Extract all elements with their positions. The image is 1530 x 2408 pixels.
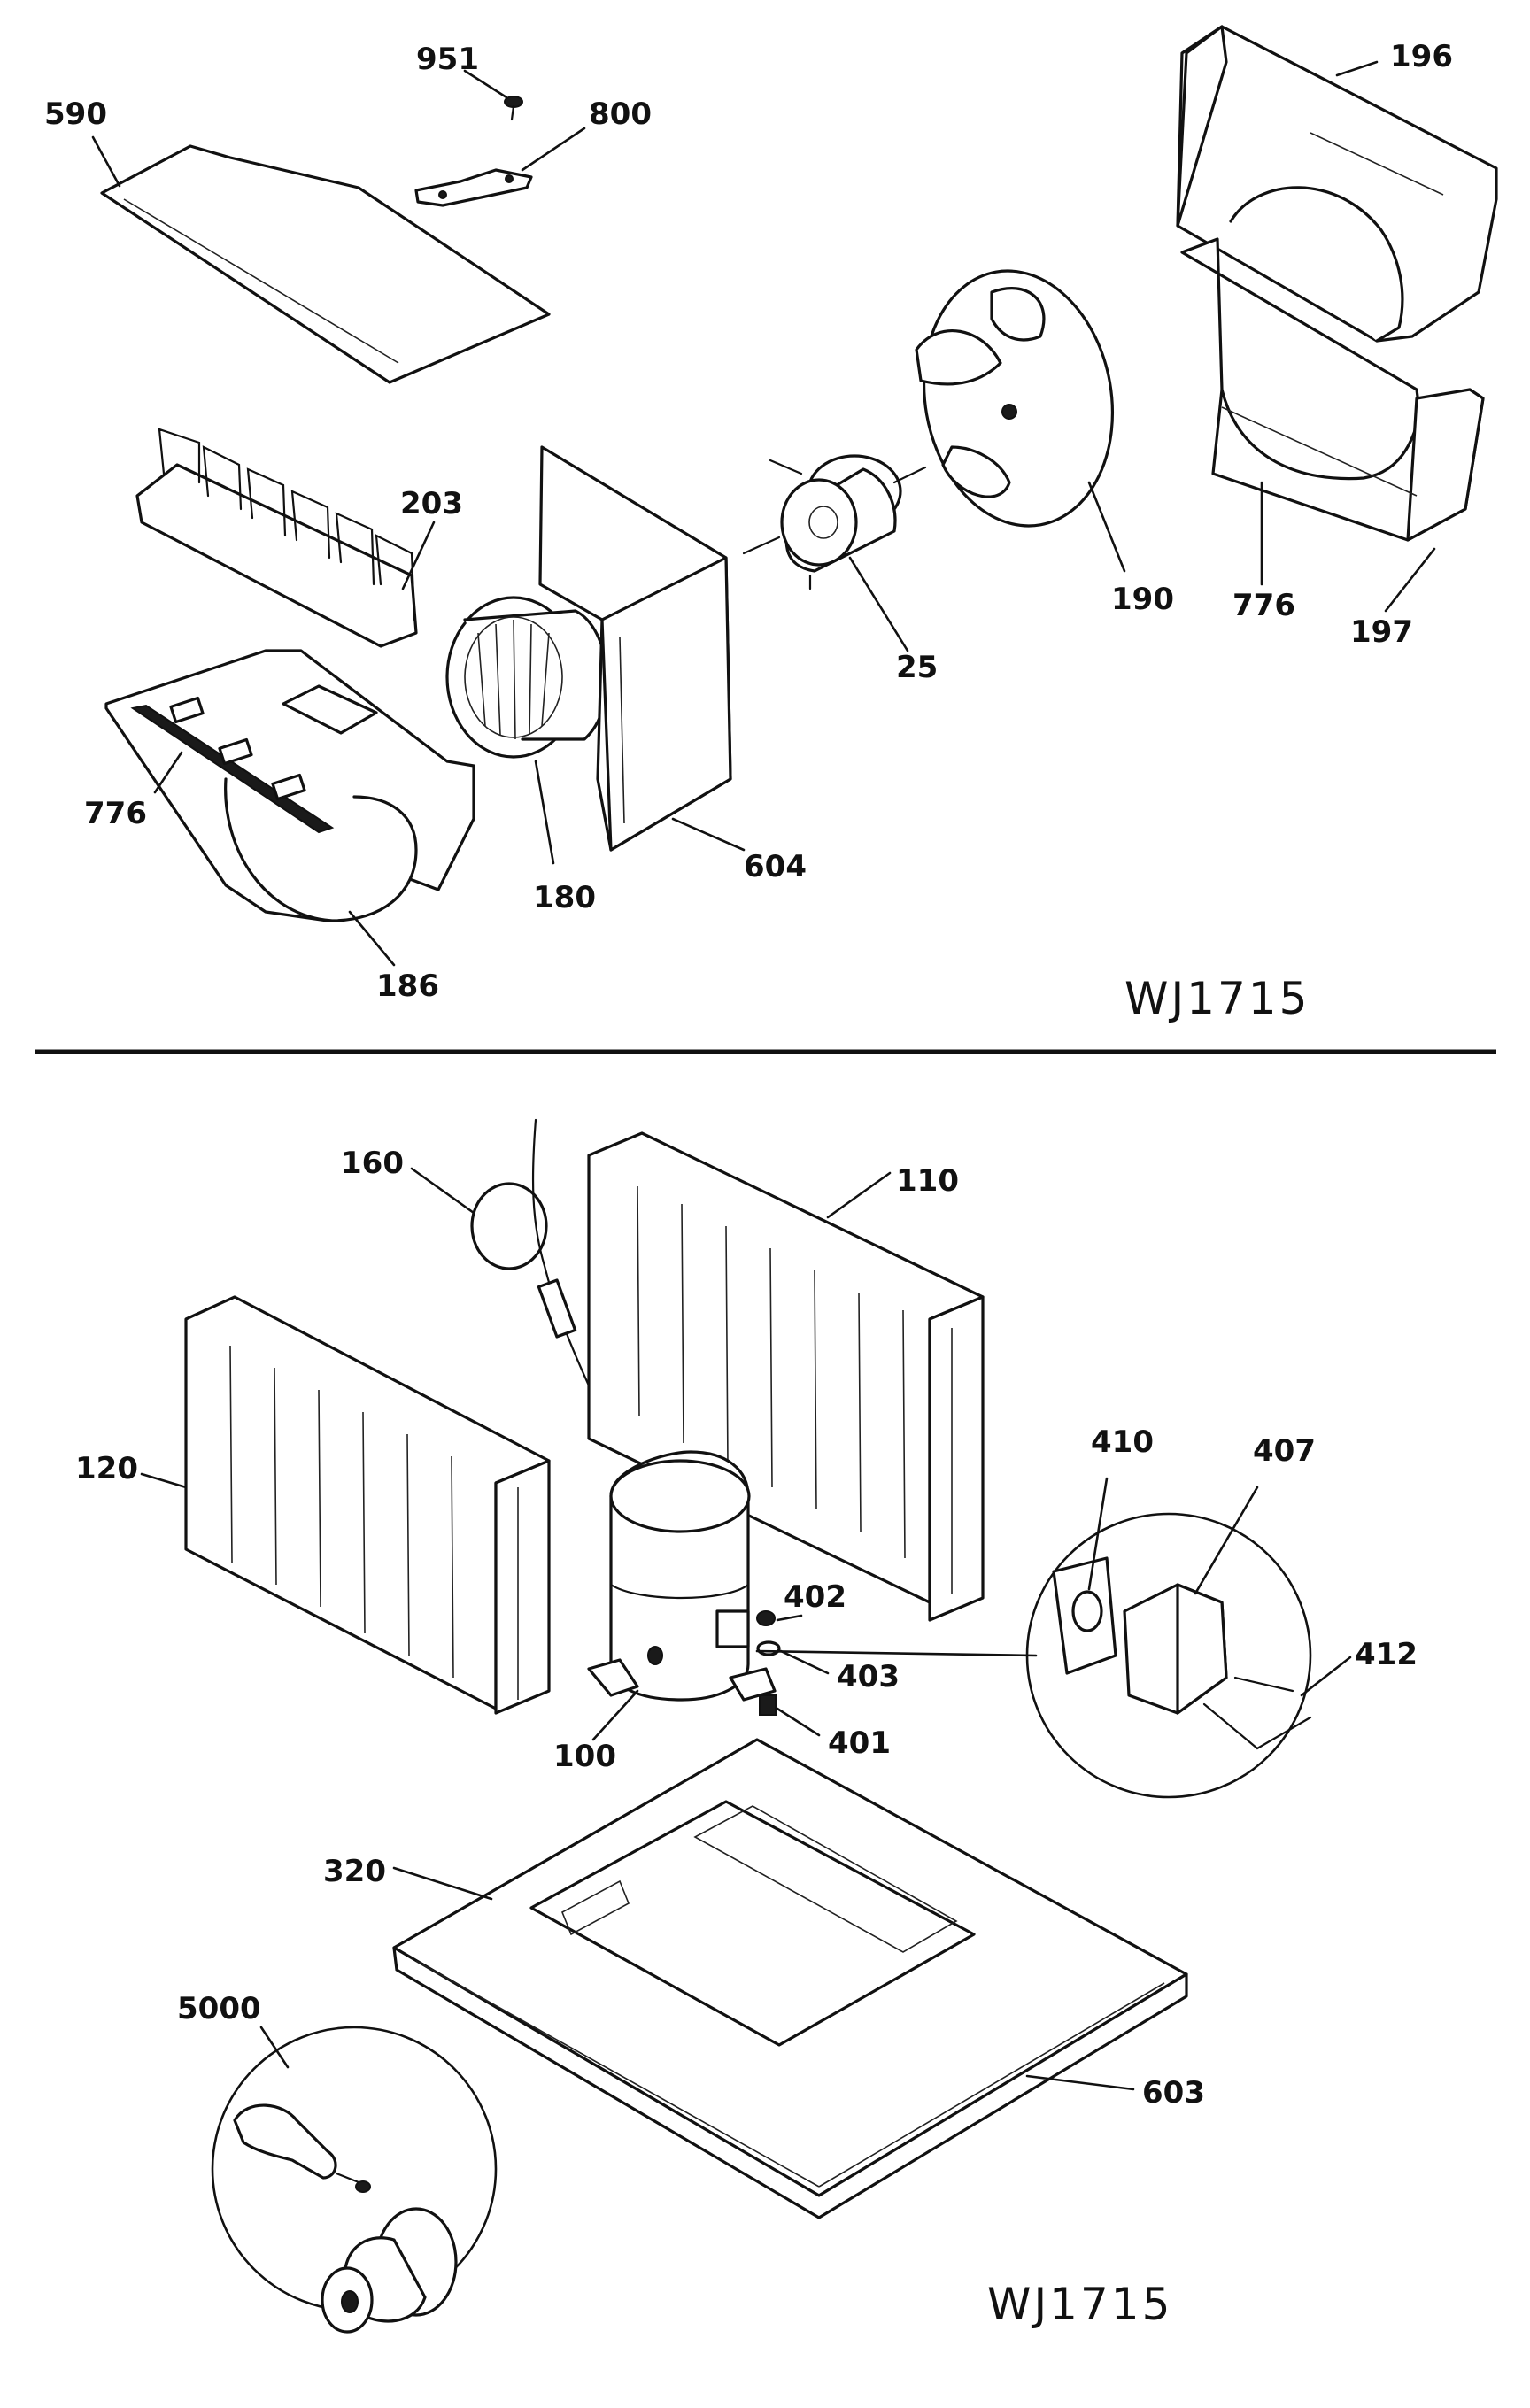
callout-203: 203 (400, 486, 463, 521)
callout-590: 590 (44, 96, 107, 132)
callout-120: 120 (75, 1451, 138, 1486)
callout-410: 410 (1091, 1424, 1154, 1460)
callout-951: 951 (416, 42, 479, 77)
callout-776-left: 776 (84, 796, 147, 831)
callout-604: 604 (744, 849, 807, 884)
callout-190: 190 (1111, 582, 1174, 617)
part-190-fan (915, 269, 1115, 528)
part-776-right-frame (1180, 237, 1485, 542)
callout-603: 603 (1142, 2075, 1205, 2111)
part-402-fitting (756, 1610, 776, 1626)
part-160-capillary (470, 1118, 591, 1387)
part-180-blower-wheel (445, 596, 609, 759)
part-776-left-housing (104, 649, 475, 922)
detail-circle-overload (1025, 1512, 1312, 1799)
part-403-fitting (756, 1640, 781, 1656)
callout-186: 186 (376, 969, 439, 1004)
part-25-motor (742, 454, 927, 590)
detail-circle-5000 (211, 2026, 498, 2334)
callout-320: 320 (323, 1854, 386, 1889)
callout-5000: 5000 (177, 1991, 261, 2026)
callout-401: 401 (828, 1725, 891, 1761)
callout-160: 160 (341, 1146, 404, 1181)
part-951-screw (504, 96, 523, 121)
bottom-leader-lines (140, 1167, 1352, 2091)
callout-196: 196 (1390, 39, 1453, 74)
callout-110: 110 (896, 1163, 959, 1199)
part-120-coil (184, 1295, 551, 1715)
callout-800: 800 (589, 96, 652, 132)
callout-412: 412 (1355, 1637, 1418, 1672)
part-100-compressor (587, 1450, 777, 1702)
top-leader-lines (91, 60, 1436, 967)
figure-id-bottom: WJ1715 (987, 2279, 1172, 2330)
callout-403: 403 (837, 1659, 900, 1694)
part-196-shroud-upper (1176, 25, 1498, 343)
callout-100: 100 (553, 1739, 616, 1774)
part-401-fitting (759, 1694, 777, 1716)
part-604-partition (538, 445, 732, 852)
callout-776-right: 776 (1232, 588, 1295, 623)
part-203-grille (135, 428, 418, 648)
part-320-base-pan (392, 1738, 1188, 2219)
callout-197: 197 (1350, 614, 1413, 650)
figure-id-top: WJ1715 (1124, 973, 1310, 1024)
callout-25: 25 (896, 650, 938, 685)
callout-402: 402 (784, 1579, 846, 1615)
callout-180: 180 (533, 880, 596, 915)
callout-407: 407 (1253, 1433, 1316, 1469)
part-590-panel (100, 144, 551, 384)
part-800-bracket (414, 168, 533, 207)
